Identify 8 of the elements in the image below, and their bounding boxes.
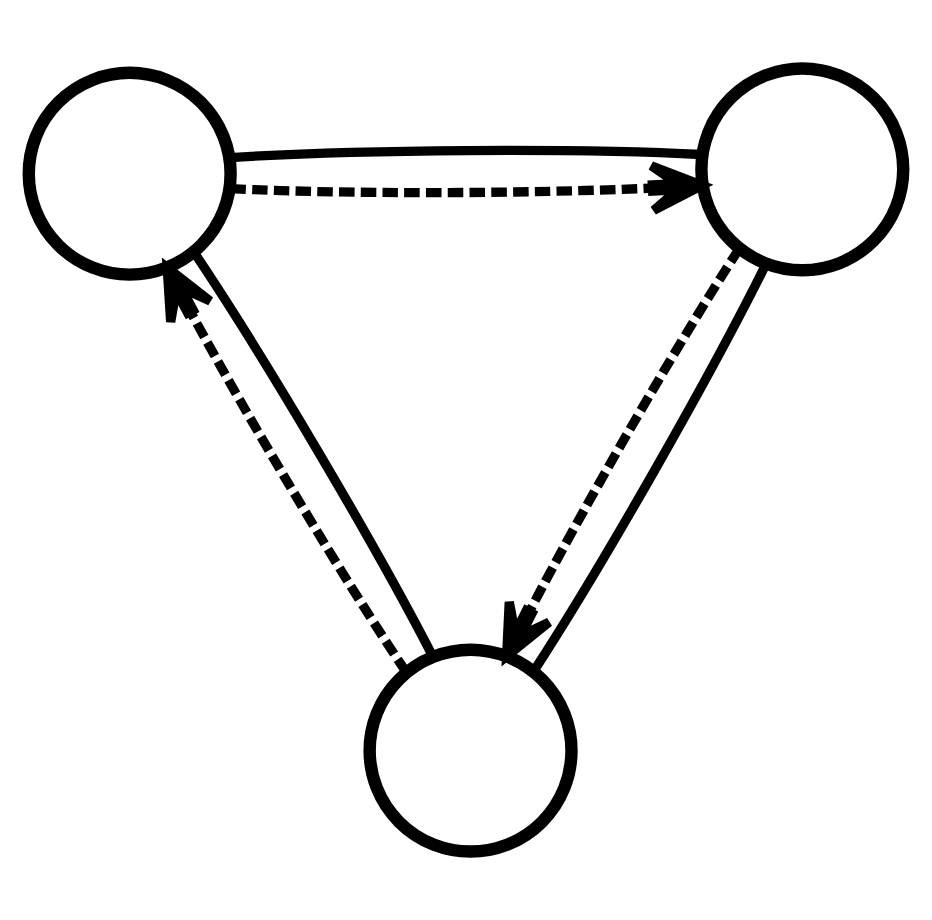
connector (529, 261, 771, 675)
connector (230, 145, 703, 163)
arrow (162, 262, 411, 675)
node-circle (363, 643, 578, 858)
node-circle (695, 62, 910, 277)
arrow (501, 246, 744, 661)
connector (190, 249, 438, 659)
node-circle (22, 66, 237, 281)
